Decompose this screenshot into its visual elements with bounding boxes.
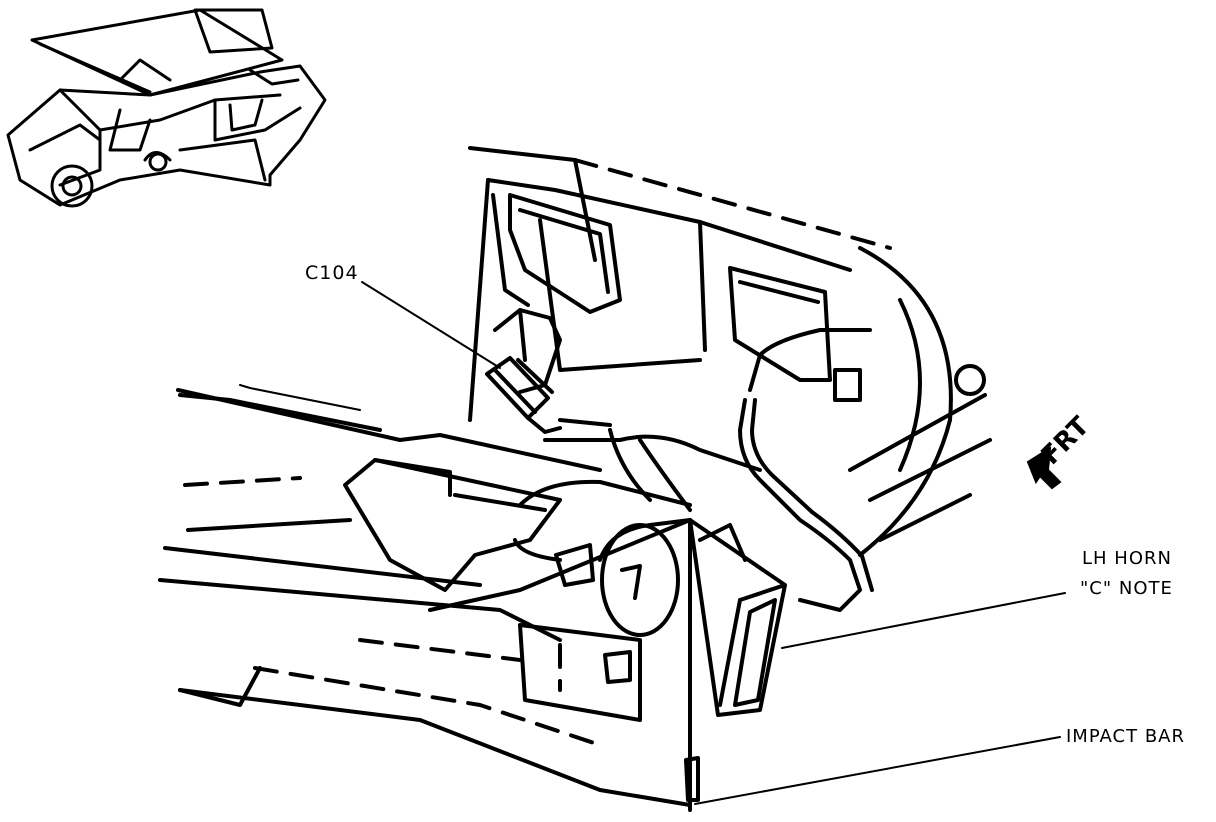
c104-connector[interactable] bbox=[485, 356, 562, 434]
leader-lines bbox=[361, 281, 1066, 805]
c104-label: C104 bbox=[305, 262, 359, 284]
lh-horn[interactable] bbox=[513, 479, 787, 717]
horn-label-line2: "C" NOTE bbox=[1080, 578, 1173, 599]
impact-bar-leader bbox=[694, 736, 1061, 805]
front-arrow-icon bbox=[1026, 446, 1062, 490]
inner-fender-panel bbox=[468, 146, 992, 557]
impact-bar bbox=[158, 384, 700, 812]
c104-leader bbox=[361, 281, 501, 369]
horn-label-line1: LH HORN bbox=[1082, 548, 1172, 569]
car-locator-icon bbox=[6, 8, 327, 208]
wiring-harness bbox=[543, 328, 874, 612]
impact-bar-label: IMPACT BAR bbox=[1066, 726, 1185, 747]
horn-leader bbox=[781, 592, 1066, 649]
mount-bracket bbox=[493, 308, 562, 394]
